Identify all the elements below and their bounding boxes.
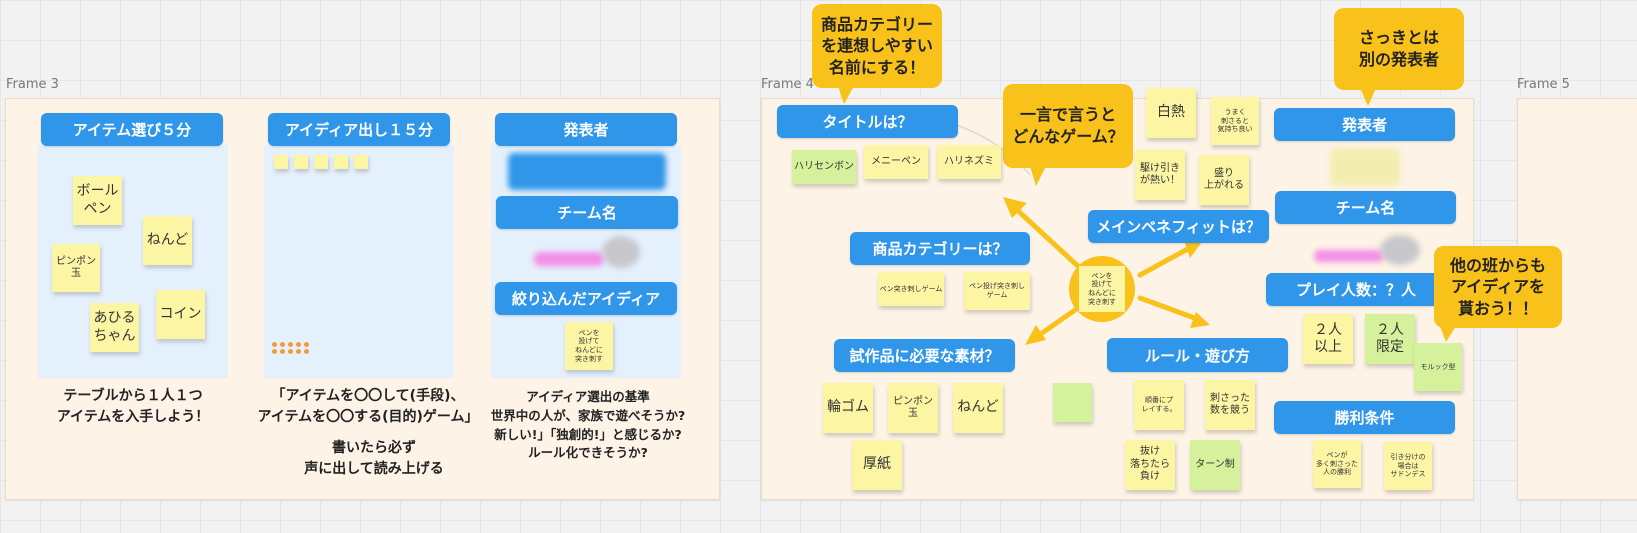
sticky-benefit[interactable]: うまく 刺さると 気持ち良い (1211, 97, 1259, 145)
callout-one-word[interactable]: 一言で言うと どんなゲーム？ (1003, 84, 1133, 168)
frame-5-label[interactable]: Frame 5 (1517, 77, 1570, 92)
sticky-selected-idea[interactable]: ペンを 投げて ねんどに 突き刺す (565, 322, 613, 370)
header-rules[interactable]: ルール・遊び方 (1107, 338, 1288, 372)
header-idea-generation[interactable]: アイディア出し１５分 (268, 113, 450, 146)
sticky-rule[interactable]: ターン制 (1190, 440, 1240, 490)
sticky-clay[interactable]: ねんど (143, 216, 192, 265)
sticky-material[interactable]: 輪ゴム (823, 383, 873, 433)
header-selected-idea[interactable]: 絞り込んだアイディア (495, 282, 677, 315)
callout-category-name[interactable]: 商品カテゴリー を連想しやすい 名前にする！ (812, 4, 942, 88)
caption-idea-format: 「アイテムを〇〇して(手段)、 アイテムを〇〇する(目的)ゲーム」 (257, 388, 479, 425)
sticky-rule[interactable]: 抜け 落ちたら 負け (1125, 440, 1175, 490)
mini-sticky[interactable] (294, 155, 308, 169)
sticky-rule[interactable]: 順番にプ レイする。 (1134, 380, 1184, 430)
mini-sticky[interactable] (274, 155, 288, 169)
sticky-title[interactable]: ハリセンボン (792, 150, 856, 184)
header-materials[interactable]: 試作品に必要な素材？ (834, 339, 1015, 372)
sticky-material[interactable]: ピンポン 玉 (888, 383, 938, 433)
callout-pointer (1030, 166, 1046, 186)
sticky-category[interactable]: ペン投げ突き刺し ゲーム (964, 272, 1030, 310)
callout-other-teams-overlay[interactable]: 他の班からも アイディアを 貰おう！！ (1434, 246, 1562, 328)
avatar (1380, 235, 1420, 265)
sticky-pingpong[interactable]: ピンポン 玉 (52, 244, 100, 292)
sticky-duck[interactable]: あひる ちゃん (90, 303, 139, 352)
sticky-players[interactable]: ２人 以上 (1303, 314, 1353, 364)
mini-sticky[interactable] (314, 155, 328, 169)
callout-different-presenter[interactable]: さっきとは 別の発表者 (1334, 8, 1464, 90)
sticky-coin[interactable]: コイン (156, 290, 205, 339)
sticky-benefit[interactable]: 駆け引き が熱い！ (1135, 150, 1185, 200)
caption-read-aloud: 書いたら必ず 声に出して読み上げる (304, 440, 444, 477)
blurred-presenter-name (508, 153, 666, 190)
sticky-material[interactable]: 厚紙 (852, 440, 902, 490)
callout-pointer (838, 86, 854, 104)
sticky-material[interactable]: ねんど (953, 383, 1003, 433)
header-title[interactable]: タイトルは？ (777, 105, 958, 138)
mini-sticky[interactable] (354, 155, 368, 169)
blurred-team-name (534, 252, 604, 266)
header-presenter-2[interactable]: 発表者 (1274, 108, 1455, 141)
sticky-rule[interactable]: 刺さった 数を競う (1205, 380, 1255, 430)
header-presenter[interactable]: 発表者 (495, 113, 677, 146)
header-player-count[interactable]: プレイ人数：？人 (1266, 273, 1446, 306)
sticky-ballpen[interactable]: ボール ペン (73, 176, 122, 225)
frame-3-label[interactable]: Frame 3 (6, 77, 59, 92)
sticky-benefit[interactable]: 盛り 上がれる (1199, 155, 1249, 205)
sticky-title[interactable]: メニーペン (864, 145, 928, 179)
header-team-name[interactable]: チーム名 (496, 196, 678, 229)
avatar (602, 236, 640, 268)
caption-get-item: テーブルから１人１つ アイテムを入手しよう！ (56, 388, 210, 425)
mini-sticky[interactable] (334, 155, 348, 169)
callout-pointer (1440, 326, 1456, 342)
idea-column-bg (264, 145, 454, 378)
blurred-presenter-sticky (1330, 148, 1400, 186)
sticky-players[interactable]: ２人 限定 (1365, 314, 1415, 364)
sticky-center-idea[interactable]: ペンを 投げて ねんどに 突き刺す (1079, 266, 1125, 312)
mindmap-center[interactable]: ペンを 投げて ねんどに 突き刺す (1069, 256, 1135, 322)
sticky-win[interactable]: 引き分けの 場合は サドンデス (1384, 442, 1432, 490)
sticky-title[interactable]: ハリネズミ (937, 145, 1001, 179)
frame-4-label[interactable]: Frame 4 (761, 77, 814, 92)
sticky-benefit[interactable]: 白熱 (1146, 88, 1196, 138)
header-team-name-2[interactable]: チーム名 (1275, 191, 1456, 224)
sticky-category[interactable]: ペン突き刺しゲーム (878, 272, 944, 306)
vote-dots[interactable] (272, 342, 310, 354)
sticky-win[interactable]: ペンが 多く刺さった 人の勝利 (1313, 440, 1361, 488)
header-category[interactable]: 商品カテゴリーは？ (850, 232, 1030, 265)
callout-pointer (1360, 88, 1376, 106)
blurred-team-name-2 (1314, 250, 1384, 262)
header-item-selection[interactable]: アイテム選び５分 (41, 113, 223, 146)
header-win-condition[interactable]: 勝利条件 (1274, 401, 1455, 434)
sticky-players[interactable]: モルック型 (1414, 343, 1462, 391)
sticky-empty[interactable] (1053, 383, 1092, 422)
caption-selection-criteria: アイディア選出の基準 世界中の人が、家族で遊べそうか? 新しい!」「独創的!」と… (490, 389, 686, 461)
header-main-benefit[interactable]: メインベネフィットは？ (1088, 210, 1269, 243)
